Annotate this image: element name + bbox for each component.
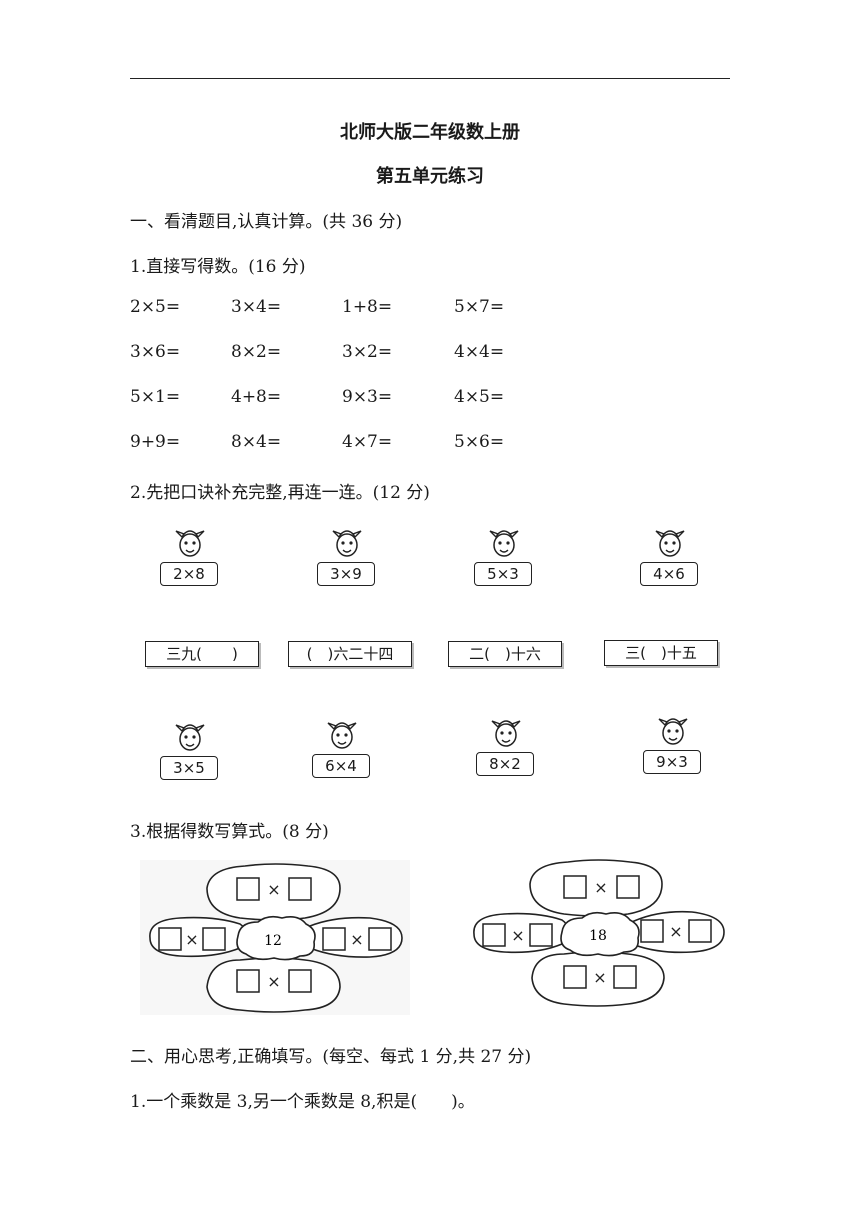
calc-item: 5×1= (130, 387, 181, 407)
goat-card[interactable]: 9×3 (643, 716, 703, 778)
calc-item: 3×6= (130, 342, 181, 362)
part2-heading: 二、用心思考,正确填写。(每空、每式 1 分,共 27 分) (130, 1047, 532, 1067)
goat-icon (655, 530, 685, 557)
expression-box: 8×2 (476, 752, 534, 776)
goat-card[interactable]: 5×3 (474, 528, 534, 590)
times-sign: × (185, 930, 198, 949)
expression-box: 2×8 (160, 562, 218, 586)
calc-item: 4×7= (342, 432, 393, 452)
calc-item: 4×4= (454, 342, 505, 362)
document-title: 北师大版二年级数上册 (340, 122, 520, 143)
expression-box: 4×6 (640, 562, 698, 586)
times-sign: × (593, 968, 606, 987)
calc-item: 4+8= (231, 387, 282, 407)
calc-item: 3×4= (231, 297, 282, 317)
goat-icon (491, 720, 521, 747)
phrase-box[interactable]: 三九( ) (145, 641, 259, 667)
goat-icon (175, 530, 205, 557)
calc-item: 8×4= (231, 432, 282, 452)
q2-heading: 2.先把口诀补充完整,再连一连。(12 分) (130, 483, 430, 503)
goat-card[interactable]: 4×6 (640, 528, 700, 590)
calc-item: 8×2= (231, 342, 282, 362)
goat-card[interactable]: 2×8 (160, 528, 220, 590)
calc-item: 5×7= (454, 297, 505, 317)
calc-item: 9×3= (342, 387, 393, 407)
center-cloud (560, 911, 640, 957)
header-rule (130, 78, 730, 79)
calc-item: 9+9= (130, 432, 181, 452)
times-sign: × (594, 878, 607, 897)
calc-item: 1+8= (342, 297, 393, 317)
calc-item: 4×5= (454, 387, 505, 407)
calc-item: 3×2= (342, 342, 393, 362)
expression-box: 3×5 (160, 756, 218, 780)
goat-icon (658, 718, 688, 745)
times-sign: × (511, 926, 524, 945)
phrase-box[interactable]: 三( )十五 (604, 640, 718, 666)
times-sign: × (267, 972, 280, 991)
goat-card[interactable]: 3×9 (317, 528, 377, 590)
document-subtitle: 第五单元练习 (376, 166, 484, 187)
goat-card[interactable]: 8×2 (476, 718, 536, 780)
goat-icon (489, 530, 519, 557)
expression-box: 5×3 (474, 562, 532, 586)
goat-icon (332, 530, 362, 557)
q3-heading: 3.根据得数写算式。(8 分) (130, 822, 329, 842)
expression-box: 9×3 (643, 750, 701, 774)
goat-icon (327, 722, 357, 749)
calc-item: 5×6= (454, 432, 505, 452)
clover-figure: × × × × 18 (473, 859, 725, 1007)
q1-heading: 1.直接写得数。(16 分) (130, 257, 306, 277)
times-sign: × (350, 930, 363, 949)
goat-card[interactable]: 3×5 (160, 722, 220, 784)
clover-figure: × × × × 12 (140, 860, 410, 1015)
goat-icon (175, 724, 205, 751)
calc-item: 2×5= (130, 297, 181, 317)
petal-top (529, 859, 663, 917)
center-number: 18 (589, 928, 607, 944)
expression-box: 6×4 (312, 754, 370, 778)
expression-box: 3×9 (317, 562, 375, 586)
center-number: 12 (264, 933, 282, 949)
center-cloud (236, 915, 316, 961)
part1-heading: 一、看清题目,认真计算。(共 36 分) (130, 212, 403, 232)
times-sign: × (267, 880, 280, 899)
part2-q1: 1.一个乘数是 3,另一个乘数是 8,积是( )。 (130, 1092, 475, 1112)
goat-card[interactable]: 6×4 (312, 720, 372, 782)
times-sign: × (669, 922, 682, 941)
phrase-box[interactable]: ( )六二十四 (288, 641, 412, 667)
phrase-box[interactable]: 二( )十六 (448, 641, 562, 667)
